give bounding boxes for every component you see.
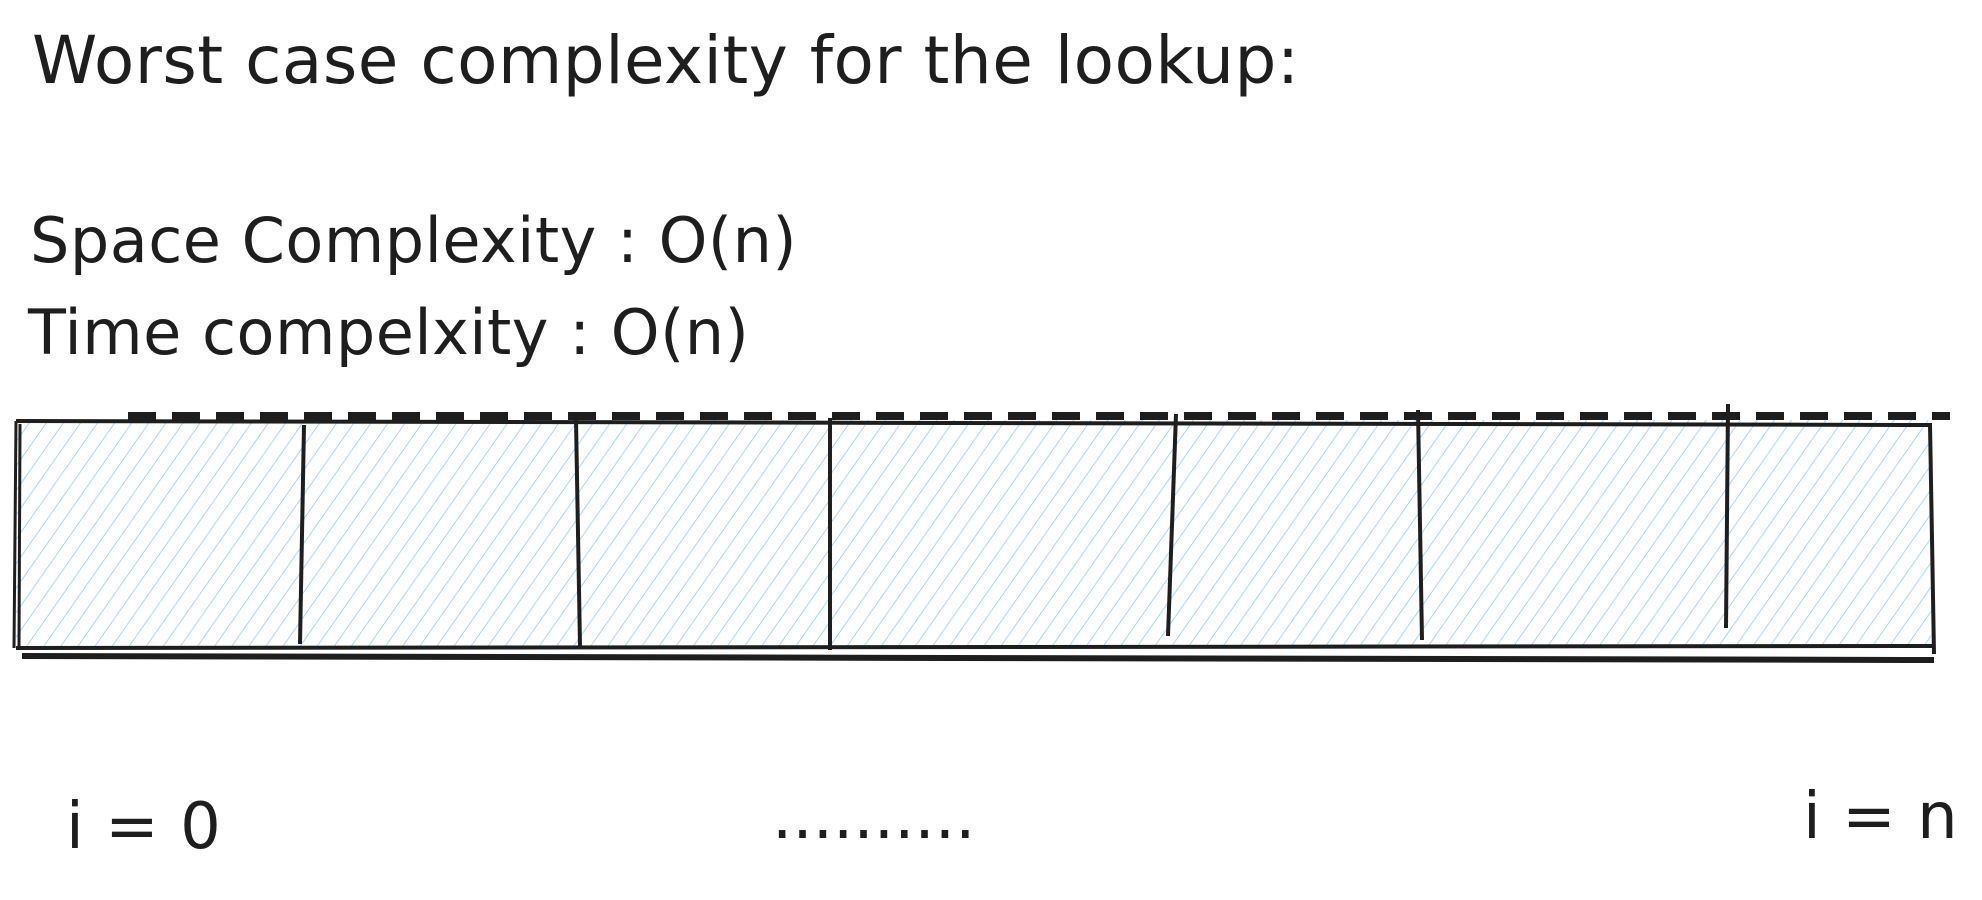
time-complexity: Time compelxity : O(n) bbox=[28, 296, 750, 369]
cell-divider bbox=[298, 424, 306, 645]
array-top-border bbox=[15, 419, 1933, 427]
array-left-border bbox=[12, 420, 22, 649]
cell-divider bbox=[1166, 413, 1178, 637]
cell-divider bbox=[1724, 403, 1730, 629]
array-cell-dividers bbox=[298, 403, 1730, 650]
index-end-label: i = n bbox=[1803, 780, 1959, 854]
array-fill bbox=[16, 420, 1932, 646]
heading: Worst case complexity for the lookup: bbox=[32, 22, 1300, 99]
array-right-border bbox=[1928, 423, 1936, 655]
array-bottom-border-outer bbox=[21, 653, 1935, 663]
array-bottom-border bbox=[15, 644, 1933, 650]
index-start-label: i = 0 bbox=[66, 790, 222, 864]
space-complexity: Space Complexity : O(n) bbox=[30, 204, 798, 277]
cell-divider bbox=[1416, 409, 1424, 641]
cell-divider bbox=[574, 419, 582, 647]
index-ellipsis: .......... bbox=[772, 780, 976, 854]
